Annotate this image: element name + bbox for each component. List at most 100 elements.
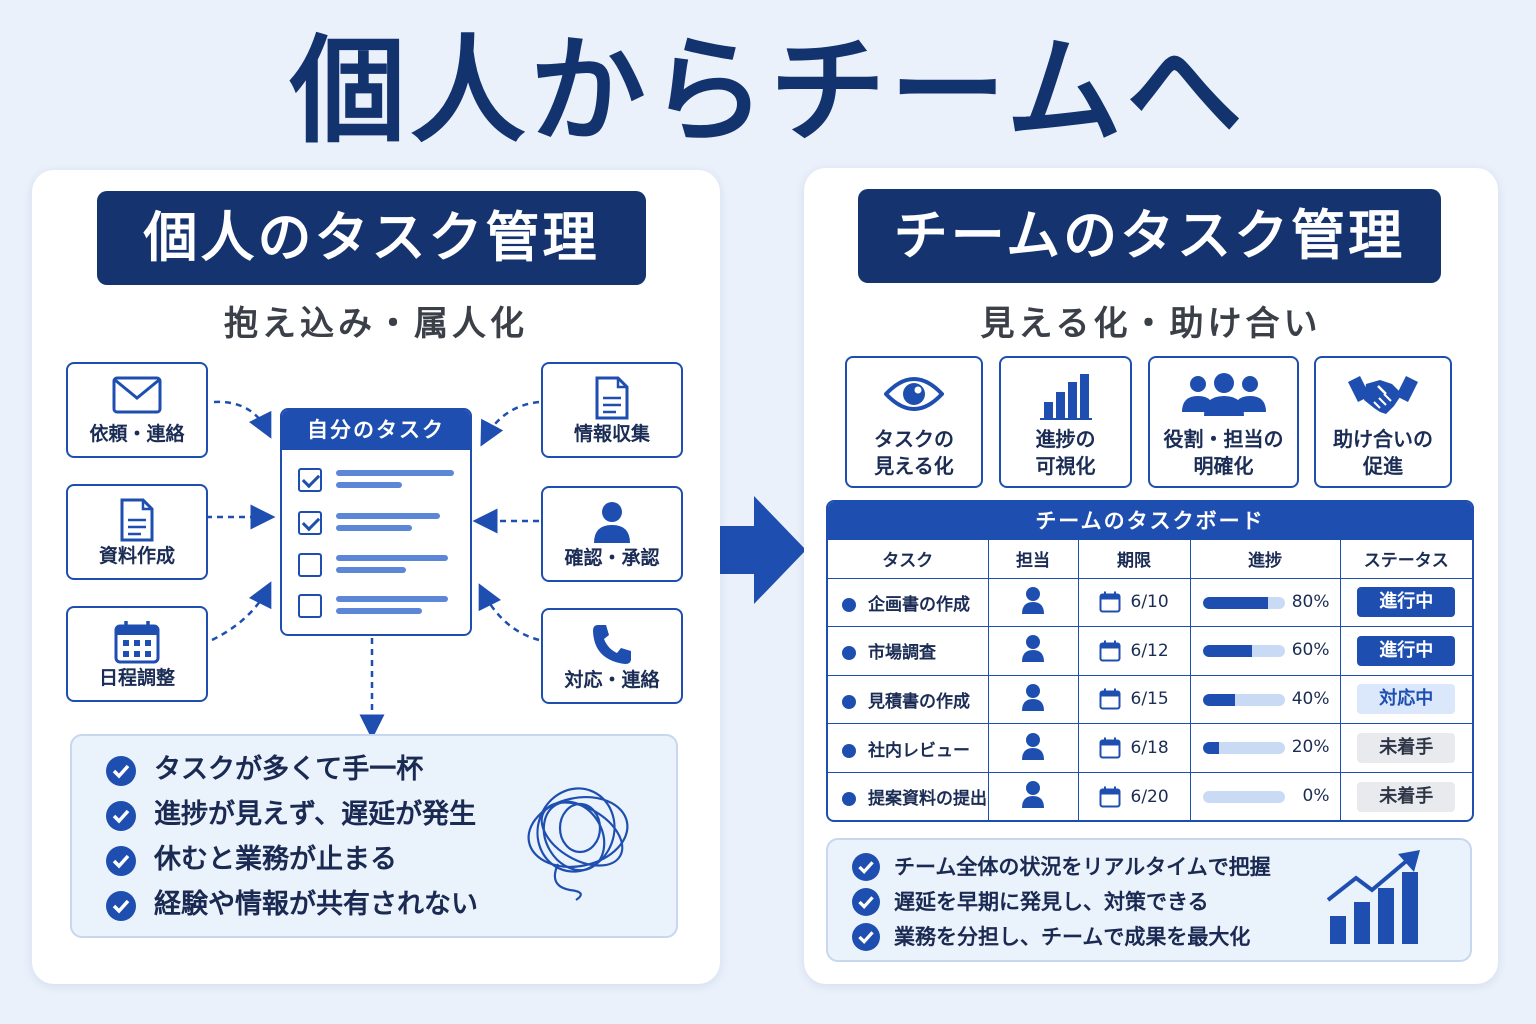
document-icon <box>68 498 206 542</box>
progress-cell: 80% <box>1190 578 1341 628</box>
check-circle-icon <box>106 891 136 921</box>
bar-chart-icon <box>1001 372 1130 420</box>
task-name-cell: 社内レビュー <box>828 723 989 773</box>
progress-percent: 20% <box>1291 737 1330 758</box>
calendar-icon <box>1099 737 1131 759</box>
check-circle-icon <box>852 888 880 916</box>
table-row[interactable]: 見積書の作成 6/15 40% 対応中 <box>828 675 1472 725</box>
calendar-icon <box>1099 640 1131 662</box>
column-header: 進捗 <box>1190 540 1341 579</box>
checkbox-checked-icon <box>298 511 322 535</box>
assignee-cell <box>988 772 1079 820</box>
checkbox-checked-icon <box>298 468 322 492</box>
individual-header: 個人のタスク管理 <box>97 191 646 285</box>
phone-icon <box>543 622 681 664</box>
team-panel: チームのタスク管理 見える化・助け合い タスクの見える化 進捗の可視化 役割・担… <box>804 168 1498 984</box>
table-header-row: タスク 担当 期限 進捗 ステータス <box>828 540 1472 579</box>
individual-panel: 個人のタスク管理 抱え込み・属人化 依頼・連絡 資料作成 <box>32 170 720 984</box>
source-request-contact: 依頼・連絡 <box>66 362 208 458</box>
checkbox-empty-icon <box>298 553 322 577</box>
growth-chart-icon <box>1326 850 1420 944</box>
table-row[interactable]: 企画書の作成 6/10 80% 進行中 <box>828 578 1472 628</box>
feature-label: タスクの見える化 <box>874 427 954 478</box>
text-placeholder-line <box>336 596 448 602</box>
progress-bar-fill <box>1202 742 1219 755</box>
status-badge: 進行中 <box>1357 635 1456 666</box>
assignee-cell <box>988 626 1079 676</box>
status-cell: 進行中 <box>1340 578 1472 628</box>
flow-arrows <box>206 400 540 740</box>
text-placeholder-line <box>336 513 440 519</box>
status-badge: 未着手 <box>1357 733 1456 764</box>
problem-list: タスクが多くて手一杯 進捗が見えず、遅延が発生 休むと業務が止まる 経験や情報が… <box>70 734 678 938</box>
task-name-cell: 企画書の作成 <box>828 578 989 628</box>
progress-cell: 40% <box>1190 675 1341 725</box>
progress-percent: 0% <box>1302 785 1330 806</box>
text-placeholder-line <box>336 608 422 614</box>
progress-bar <box>1202 645 1285 658</box>
team-task-board: チームのタスクボード タスク 担当 期限 進捗 ステータス 企画書の作成 6/10… <box>826 500 1474 822</box>
status-badge: 進行中 <box>1357 587 1456 618</box>
column-header: ステータス <box>1340 540 1472 579</box>
assignee-cell <box>988 723 1079 773</box>
source-document-creation: 資料作成 <box>66 484 208 580</box>
task-item <box>298 511 458 539</box>
column-header: 期限 <box>1078 540 1191 579</box>
eye-icon <box>847 372 981 420</box>
calendar-icon <box>1099 591 1131 613</box>
bullet-dot-icon <box>842 646 856 661</box>
progress-percent: 80% <box>1291 591 1330 612</box>
task-name-cell: 市場調査 <box>828 626 989 676</box>
source-schedule: 日程調整 <box>66 606 208 702</box>
due-date-cell: 6/12 <box>1078 626 1191 676</box>
task-item <box>298 594 458 622</box>
status-badge: 対応中 <box>1357 684 1456 715</box>
source-information-gathering: 情報収集 <box>541 362 683 458</box>
task-item <box>298 468 458 496</box>
person-icon <box>1021 634 1045 667</box>
text-placeholder-line <box>336 567 406 573</box>
feature-label: 進捗の可視化 <box>1035 427 1096 478</box>
progress-bar <box>1202 790 1285 803</box>
tangled-scribble-icon <box>527 787 629 901</box>
source-label: 確認・承認 <box>564 547 660 569</box>
source-label: 資料作成 <box>98 545 175 567</box>
bullet-dot-icon <box>842 597 856 612</box>
table-row[interactable]: 市場調査 6/12 60% 進行中 <box>828 626 1472 676</box>
task-item <box>298 553 458 581</box>
check-circle-icon <box>106 756 136 786</box>
status-cell: 対応中 <box>1340 675 1472 725</box>
board-title: チームのタスクボード <box>828 502 1472 540</box>
table-row[interactable]: 社内レビュー 6/18 20% 未着手 <box>828 723 1472 773</box>
person-icon <box>1021 780 1045 813</box>
task-name-cell: 見積書の作成 <box>828 675 989 725</box>
task-name-cell: 提案資料の提出 <box>828 772 989 820</box>
source-label: 依頼・連絡 <box>89 423 185 445</box>
feature-role-clarification: 役割・担当の明確化 <box>1148 356 1299 488</box>
progress-bar <box>1202 596 1285 609</box>
benefit-list: チーム全体の状況をリアルタイムで把握 遅延を早期に発見し、対策できる 業務を分担… <box>826 838 1472 962</box>
progress-bar <box>1202 693 1285 706</box>
column-header: 担当 <box>988 540 1079 579</box>
calendar-icon <box>1099 786 1131 808</box>
progress-bar <box>1202 742 1285 755</box>
individual-subtitle: 抱え込み・属人化 <box>224 304 528 344</box>
feature-task-visibility: タスクの見える化 <box>845 356 983 488</box>
source-label: 情報収集 <box>573 423 650 445</box>
text-placeholder-line <box>336 525 412 531</box>
due-date-cell: 6/18 <box>1078 723 1191 773</box>
bullet-dot-icon <box>842 792 856 807</box>
check-circle-icon <box>106 801 136 831</box>
due-date-cell: 6/15 <box>1078 675 1191 725</box>
person-icon <box>1021 732 1045 765</box>
due-date-cell: 6/10 <box>1078 578 1191 628</box>
bullet-dot-icon <box>842 694 856 709</box>
my-task-title: 自分のタスク <box>282 410 470 450</box>
progress-percent: 40% <box>1291 688 1330 709</box>
check-circle-icon <box>852 853 880 881</box>
status-cell: 未着手 <box>1340 723 1472 773</box>
progress-percent: 60% <box>1291 640 1330 661</box>
progress-bar-fill <box>1202 645 1252 658</box>
source-response-contact: 対応・連絡 <box>541 608 683 704</box>
